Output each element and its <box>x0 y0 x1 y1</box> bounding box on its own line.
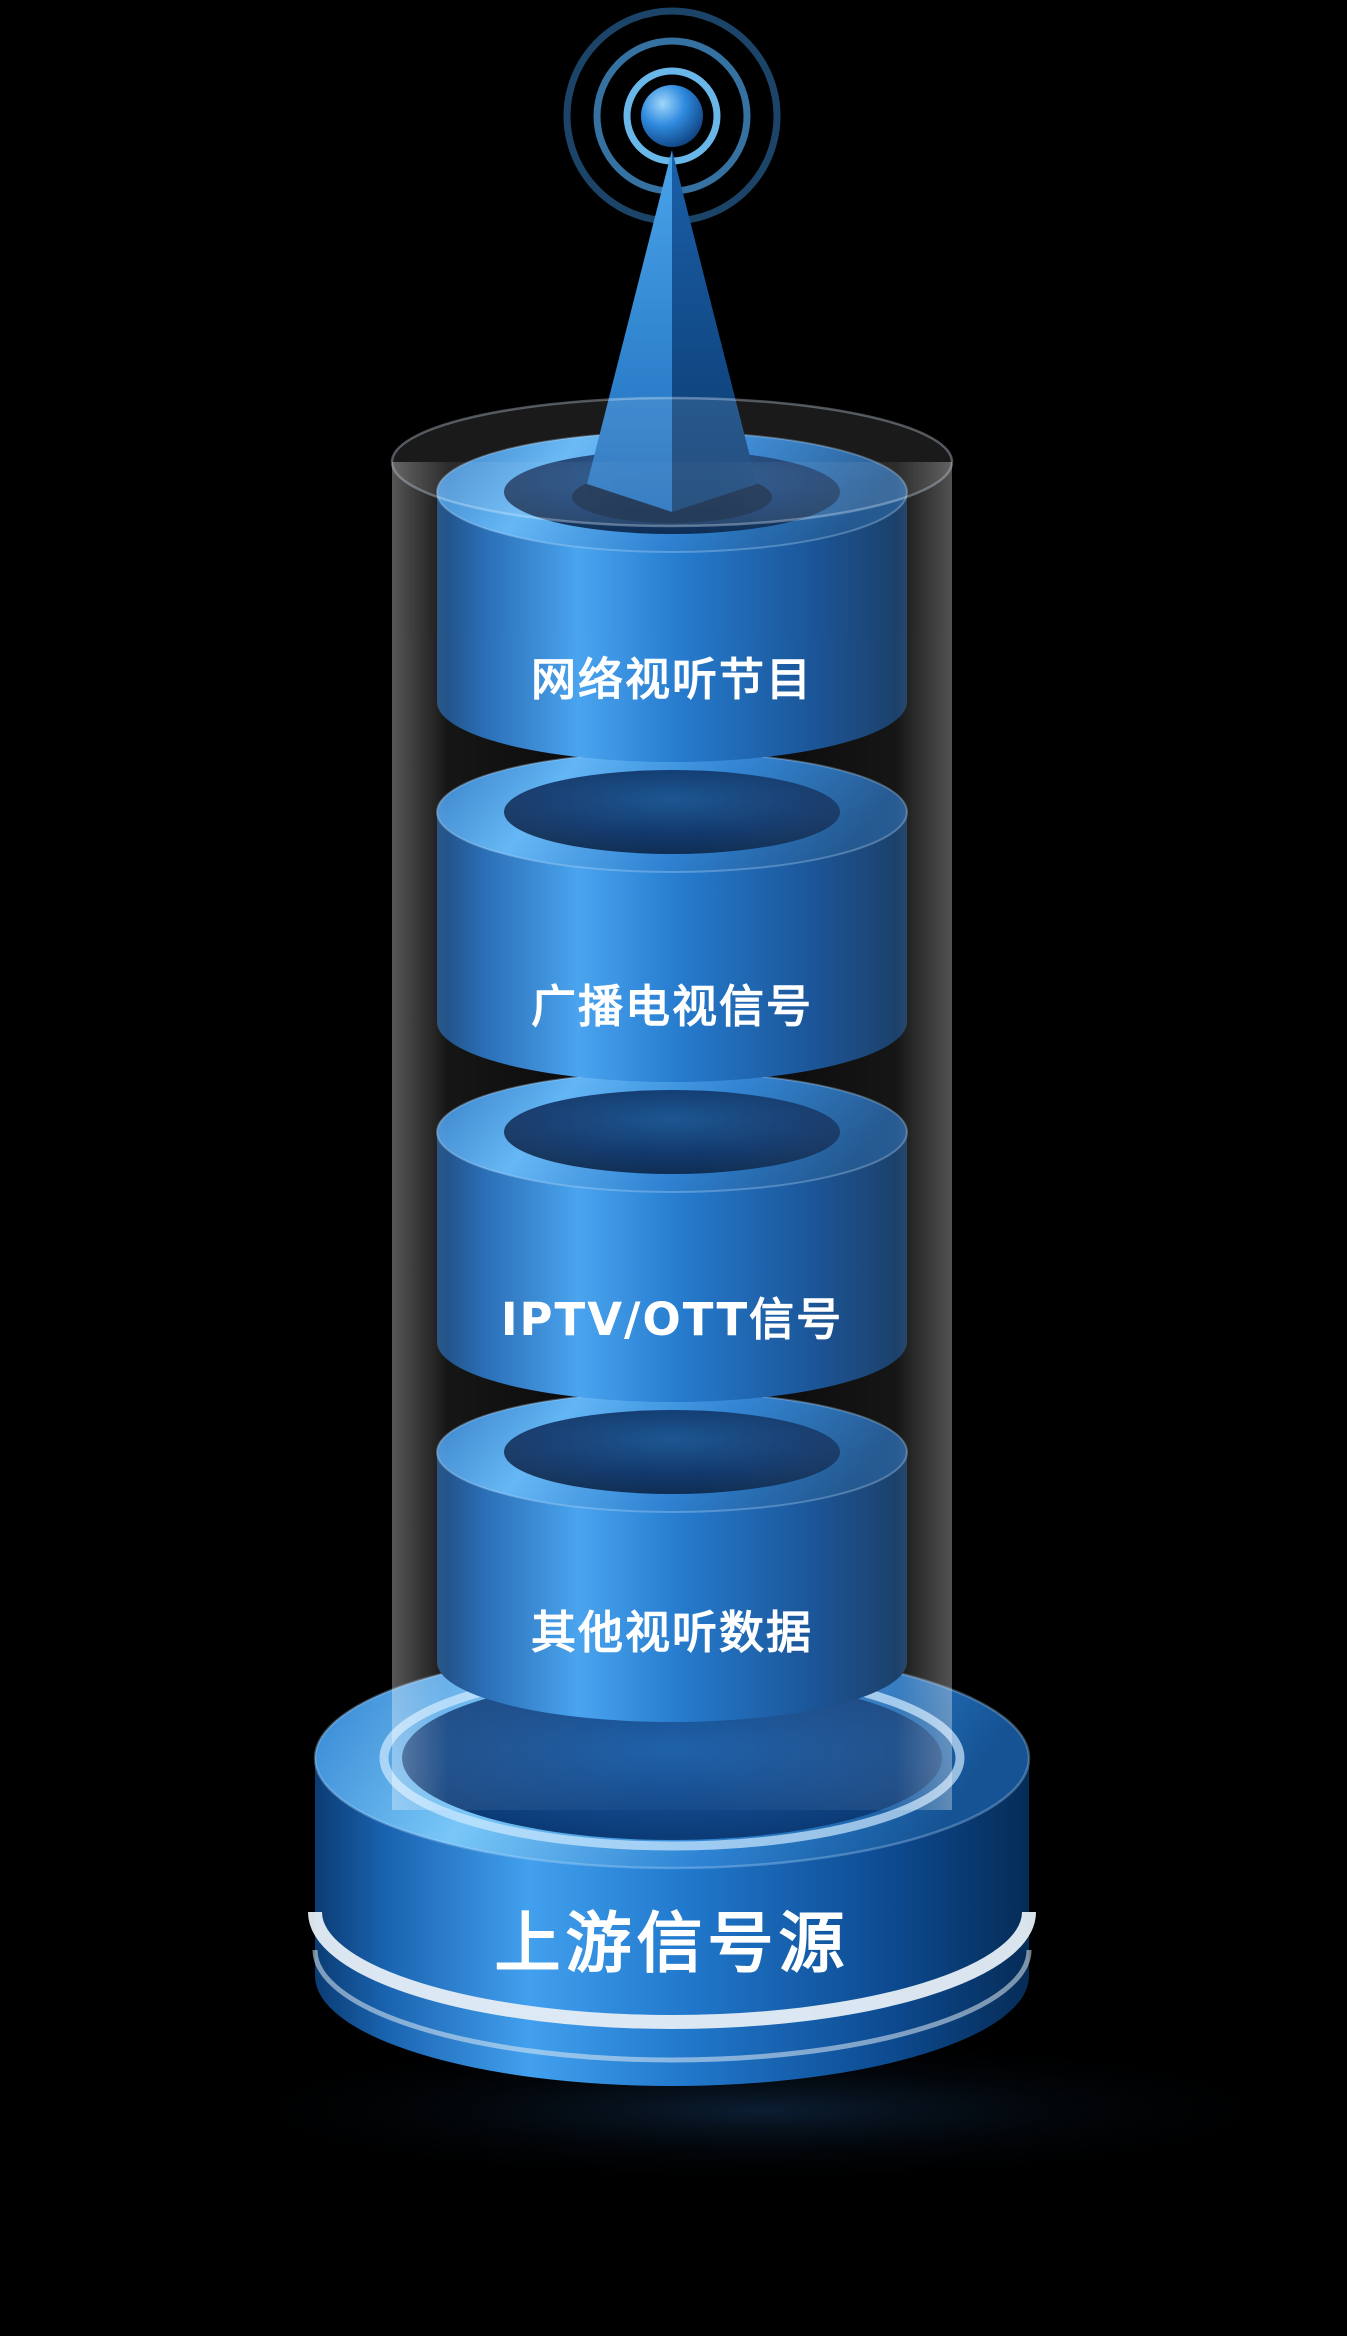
glass-tube-top <box>390 396 954 528</box>
glass-tube-body <box>392 462 952 1810</box>
antenna-mast-left-face <box>587 150 672 512</box>
base-stripe-thin <box>312 1949 1032 2063</box>
antenna-mast-icon <box>587 150 757 512</box>
antenna-mast-right-face <box>672 150 757 512</box>
base-stripe <box>308 1911 1036 2029</box>
segment-2-label: 广播电视信号 <box>531 980 813 1033</box>
segment-1-label: 网络视听节目 <box>531 653 813 706</box>
glass-tube <box>390 396 954 1810</box>
antenna-ball <box>641 85 703 147</box>
floor-shadow <box>200 2035 1320 2185</box>
base-label: 上游信号源 <box>495 1905 850 1982</box>
segment-3-label: IPTV/OTT信号 <box>501 1293 843 1346</box>
segment-4-label: 其他视听数据 <box>531 1606 813 1659</box>
